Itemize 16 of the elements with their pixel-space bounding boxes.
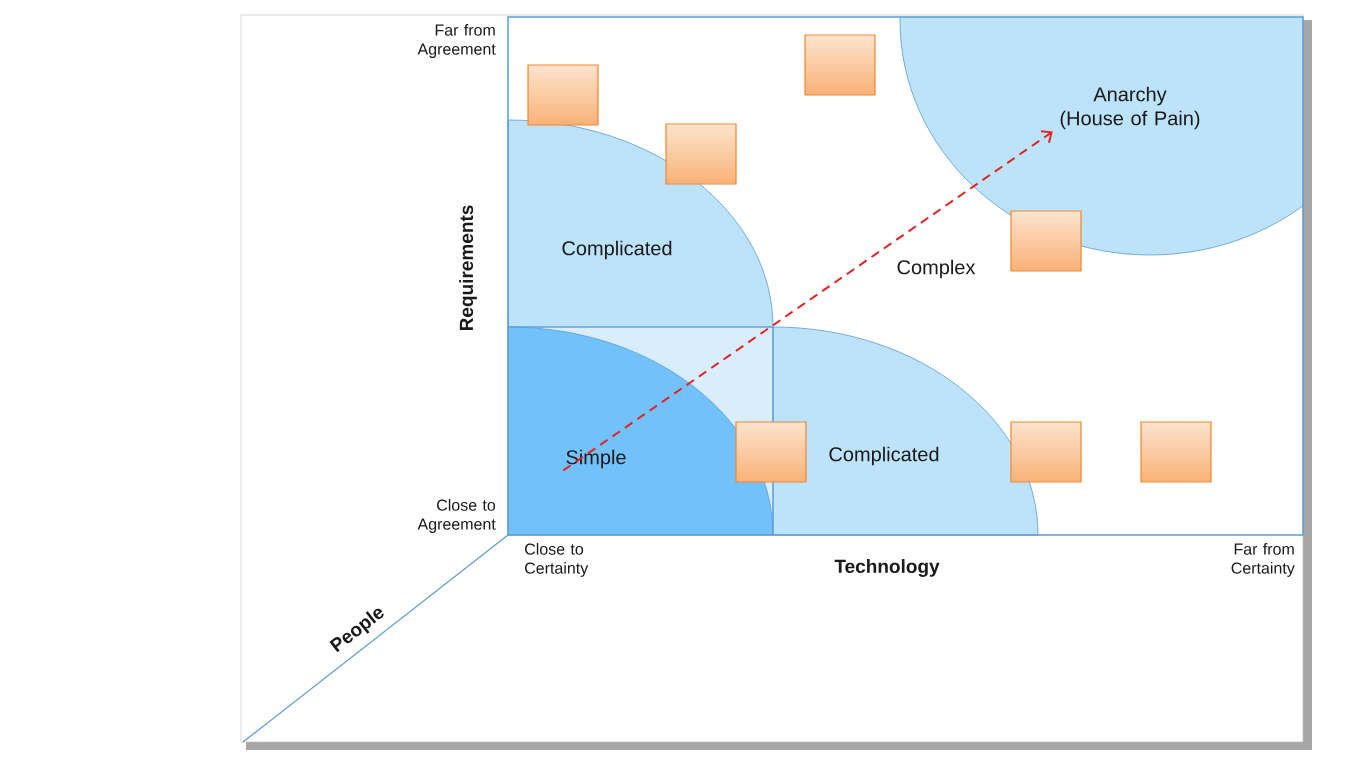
square-box (735, 421, 807, 483)
square-box (1140, 421, 1212, 483)
square-box (527, 64, 599, 126)
square-box (1010, 421, 1082, 483)
axis-title: Technology (834, 559, 940, 577)
square-box (665, 123, 737, 185)
quarter-circle-region: Complicated (507, 119, 774, 328)
axis-end-label: Far from Certainty (1231, 543, 1295, 577)
dashed-arrow (562, 130, 1053, 472)
axis-title: Requirements (459, 205, 477, 331)
square-box (804, 34, 876, 96)
circle-region: Anarchy (House of Pain) (899, 17, 1303, 256)
square-box (1010, 210, 1082, 272)
axis-end-label: Far from Agreement (417, 24, 496, 58)
quarter-circle-region: Complicated (772, 326, 1039, 536)
region-label: Complex (897, 259, 976, 279)
